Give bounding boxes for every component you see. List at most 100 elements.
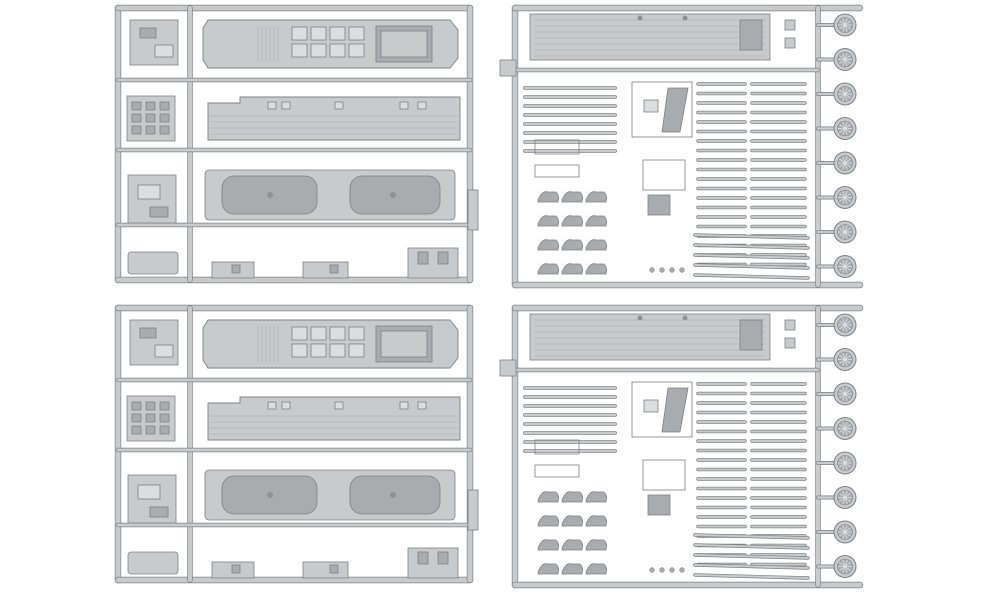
body-window-0 [267, 401, 277, 410]
step-part [585, 491, 608, 503]
step-part [585, 239, 608, 251]
roof-hatch [329, 326, 346, 341]
panel-step [739, 319, 763, 351]
small-clip [784, 319, 796, 331]
ladder-part [661, 387, 689, 433]
roof-hatch [348, 43, 365, 58]
long-rod [694, 244, 809, 249]
long-rod [694, 544, 809, 549]
step-part [561, 215, 584, 227]
body-window-3 [399, 401, 409, 410]
sprue-left-top [114, 4, 479, 284]
gate-tab [467, 489, 479, 531]
long-side-panel [529, 13, 771, 61]
long-rod [694, 574, 809, 579]
roof-hatch [329, 343, 346, 358]
end-coupler-part [407, 547, 459, 579]
roof-hatch [329, 43, 346, 58]
box-part [647, 194, 671, 216]
step-part [561, 491, 584, 503]
window-frame [534, 164, 580, 178]
sprue-right-top [499, 4, 864, 289]
tiny-pin [659, 267, 665, 273]
fuel-tank-small [127, 551, 179, 575]
tiny-pin [659, 567, 665, 573]
small-clip [784, 337, 796, 349]
roof-hatch [348, 26, 365, 41]
long-rod [694, 264, 809, 269]
step-part [561, 563, 584, 575]
window-frame [534, 139, 580, 155]
long-rod [694, 254, 809, 259]
body-window-4 [417, 401, 427, 410]
body-window-0 [267, 101, 277, 110]
roof-hatch [329, 26, 346, 41]
step-part [537, 215, 560, 227]
tank-plug [267, 492, 273, 498]
roof-hatch [291, 43, 308, 58]
body-window-2 [334, 101, 344, 110]
step-part [585, 515, 608, 527]
step-part [561, 191, 584, 203]
step-part [537, 263, 560, 275]
tiny-pin [679, 567, 685, 573]
long-side-panel [529, 313, 771, 361]
roof-hatch [310, 26, 327, 41]
step-part [561, 539, 584, 551]
roof-hatch [291, 343, 308, 358]
body-window-2 [334, 401, 344, 410]
window-frame [534, 464, 580, 478]
sprue-right-bottom [499, 304, 864, 589]
step-part [537, 239, 560, 251]
tank-plug [390, 192, 396, 198]
small-clip [784, 37, 796, 49]
body-window-1 [281, 401, 291, 410]
roof-hatch [291, 26, 308, 41]
step-part [537, 515, 560, 527]
tiny-pin [679, 267, 685, 273]
gate-tab [467, 189, 479, 231]
small-clip [784, 19, 796, 31]
roof-hatch [310, 326, 327, 341]
roof-hatch [348, 343, 365, 358]
small-part-1 [129, 319, 179, 366]
window-frame [534, 439, 580, 455]
step-part [585, 191, 608, 203]
roof-hatch [310, 343, 327, 358]
tank-plug [390, 492, 396, 498]
step-part [585, 263, 608, 275]
tiny-pin [649, 267, 655, 273]
fuel-tank-small [127, 251, 179, 275]
step-part [537, 491, 560, 503]
sprue-tag [499, 59, 517, 77]
hood-frame [642, 159, 686, 191]
step-part [585, 215, 608, 227]
roof-hatch [348, 326, 365, 341]
long-rod [694, 234, 809, 239]
long-rod [694, 554, 809, 559]
tank-plug [267, 192, 273, 198]
detail-frame [631, 381, 693, 438]
roof-hatch [291, 326, 308, 341]
body-window-1 [281, 101, 291, 110]
tiny-pin [669, 567, 675, 573]
tiny-pin [649, 567, 655, 573]
body-window-3 [399, 101, 409, 110]
long-rod [694, 534, 809, 539]
ladder-part [661, 87, 689, 133]
step-part [585, 539, 608, 551]
long-rod [694, 274, 809, 279]
panel-step [739, 19, 763, 51]
step-part [561, 515, 584, 527]
long-rod [694, 564, 809, 569]
step-part [585, 563, 608, 575]
bogie-block-2 [302, 261, 349, 279]
bogie-block-2 [302, 561, 349, 579]
sprue-left-bottom [114, 304, 479, 584]
step-part [561, 239, 584, 251]
box-part [647, 494, 671, 516]
sprue-tag [499, 359, 517, 377]
step-part [537, 563, 560, 575]
